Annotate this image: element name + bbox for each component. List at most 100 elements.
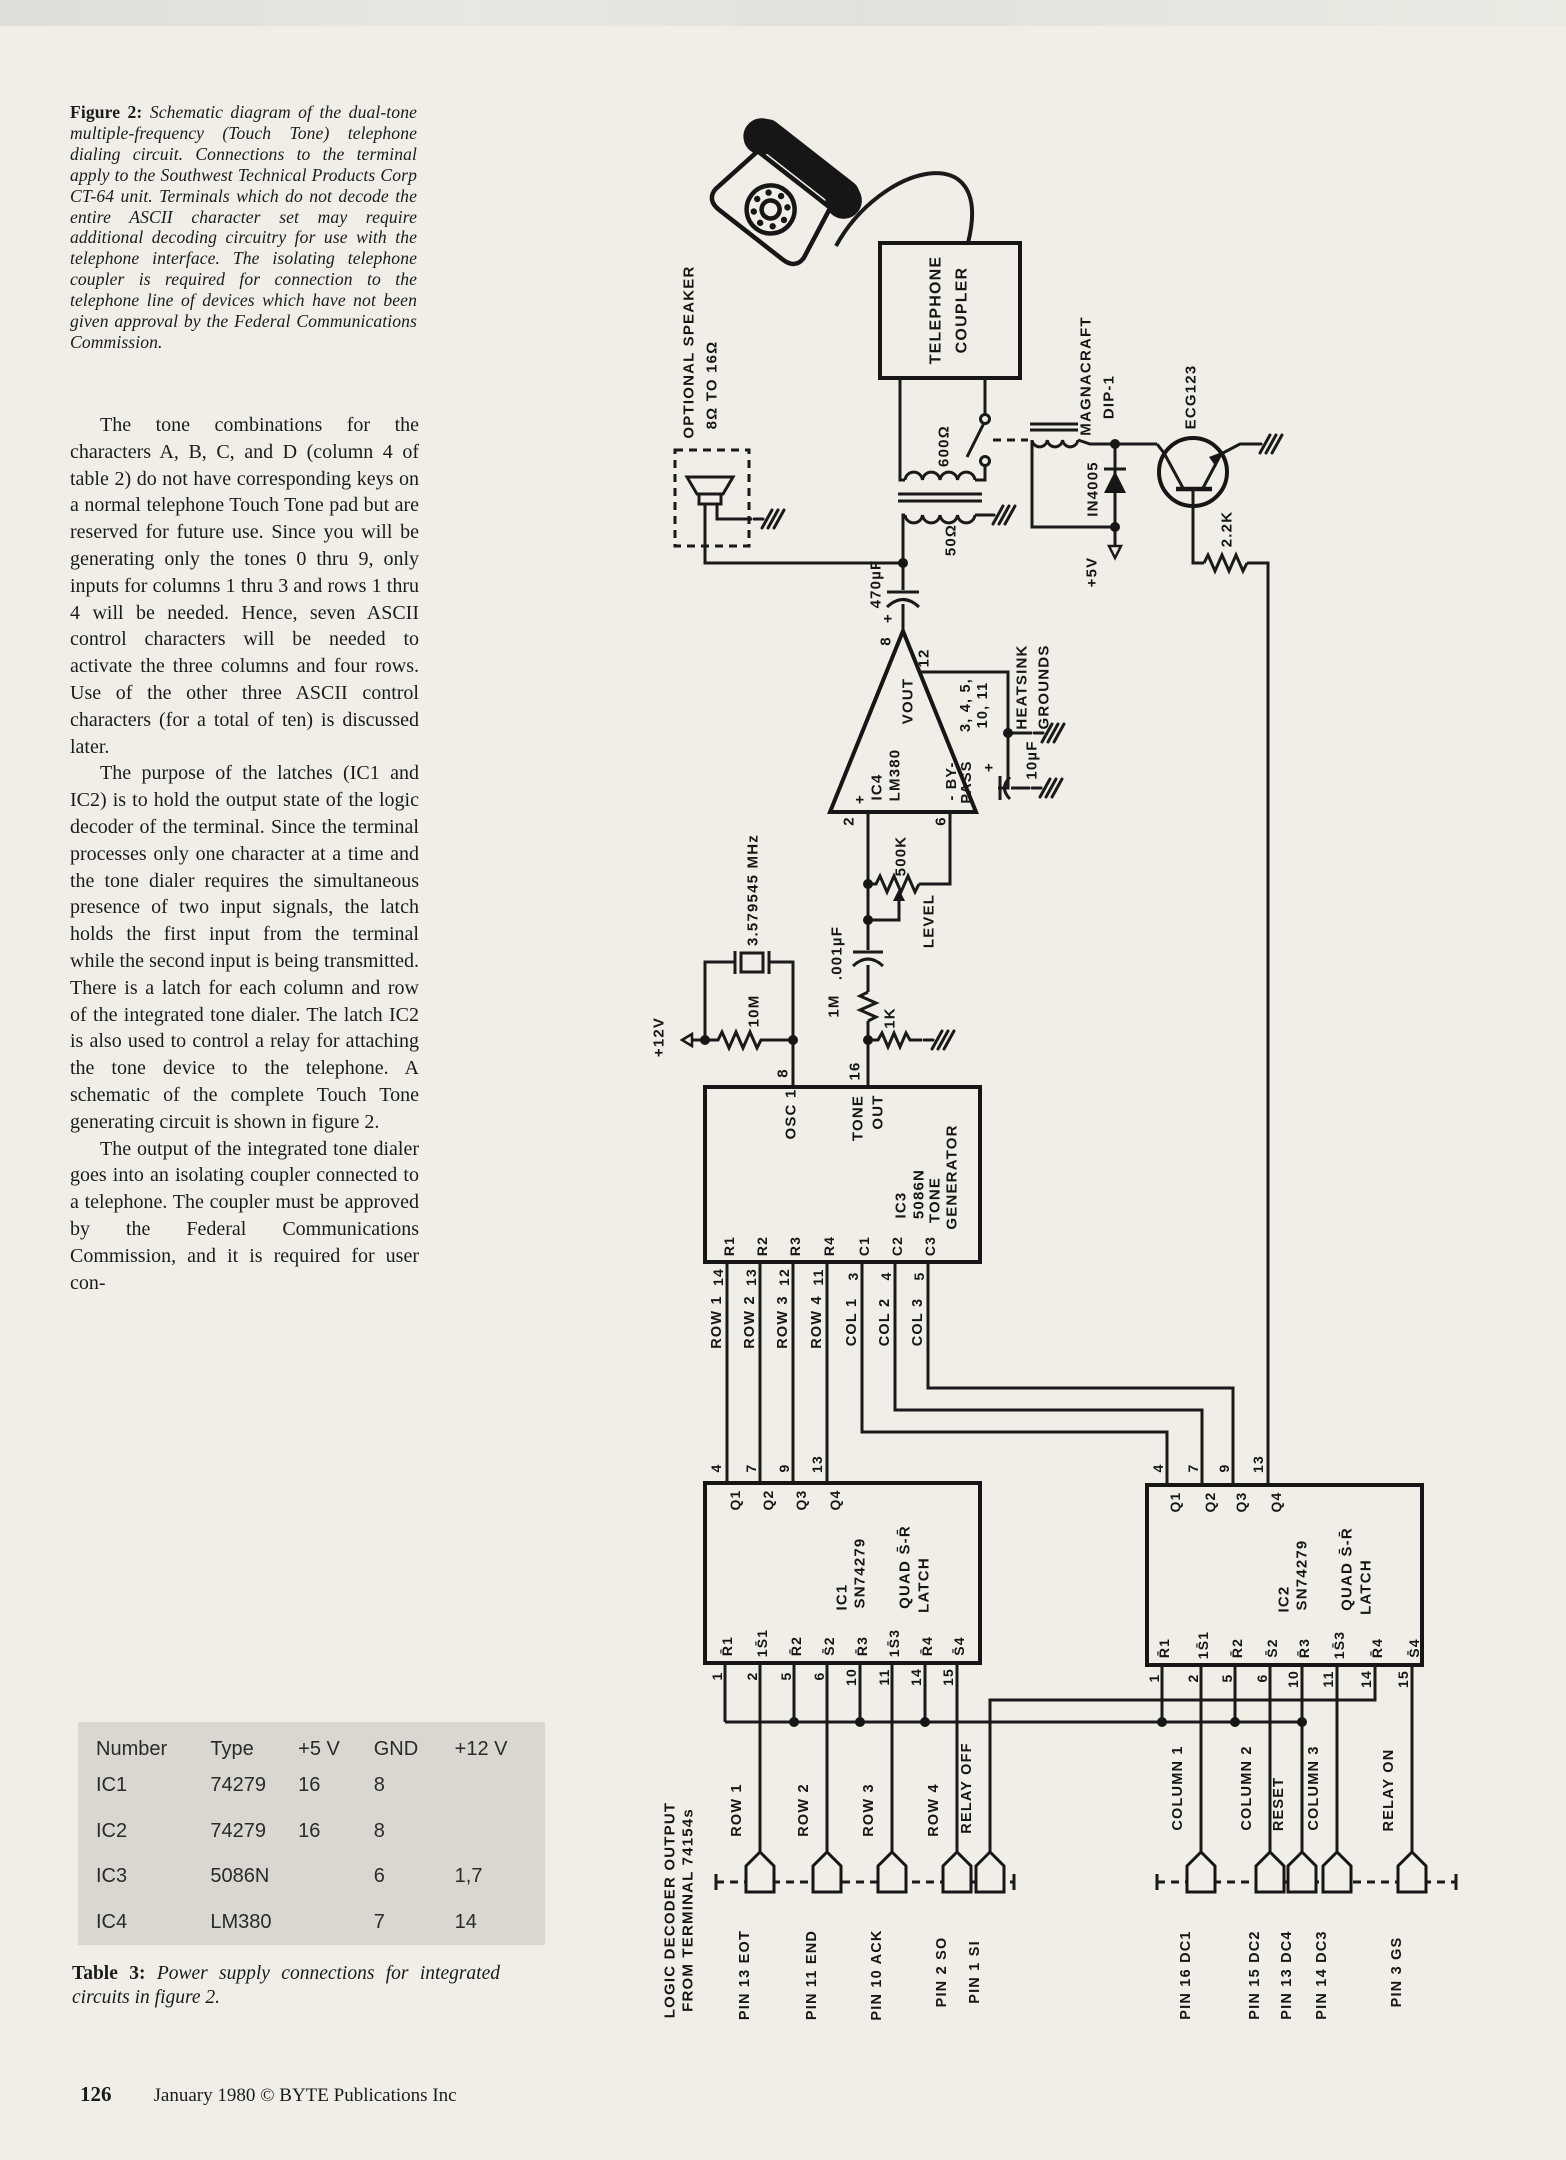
label-500k: 500K [893,836,910,877]
table-cell: 5086N [210,1865,270,1888]
label-ic1-pin9: 9 [776,1464,792,1473]
label-ic3-r4: R4 [821,1236,837,1256]
table-header-2: +5 V [298,1738,340,1760]
label-ic3: IC3 [893,1192,910,1219]
table-caption: Table 3: Power supply connections for in… [72,1962,500,2010]
label-reset: RESET [1271,1777,1287,1831]
table-cell: 16 [298,1774,321,1797]
figure-caption-text: Schematic diagram of the dual-tone multi… [70,102,417,352]
label-column3: COLUMN 3 [1306,1745,1322,1830]
label-speaker-impedance: 8Ω TO 16Ω [704,341,721,430]
label-generator: GENERATOR [944,1124,961,1229]
label-row4: ROW 4 [926,1783,942,1837]
table-cell: 6 [373,1865,385,1888]
label-ic3-r2: R2 [754,1236,770,1256]
label-pin16-tone: 16 [847,1061,864,1080]
label-ic2-pin4: 4 [1150,1464,1166,1473]
telephone-coupler-box [878,241,1022,380]
label-5086n: 5086N [911,1169,928,1219]
label-heatsink-1: HEATSINK [1014,644,1031,729]
table-cell: 14 [454,1910,477,1933]
label-logic-decoder-2: FROM TERMINAL 74154s [680,1808,697,2012]
table-cell: 8 [373,1774,385,1797]
label-relay-off: RELAY OFF [959,1742,975,1833]
junction-dots [700,439,1307,1727]
label-10uf: 10µF [1024,740,1041,779]
scan-artifact-band [0,0,1566,26]
label-pin13-eot: PIN 13 EOT [737,1930,753,2020]
label-ic1-q2: Q2 [760,1489,776,1510]
label-ic1-pin15: 15 [940,1668,956,1686]
label-col1-wire: COL 1 [844,1298,860,1346]
label-001uf: .001µF [829,926,846,980]
label-ic2-s2: S̄2 [1263,1638,1280,1658]
label-ic3-c2: C2 [889,1236,905,1256]
label-row4-wire: ROW 4 [809,1295,825,1349]
label-row2: ROW 2 [796,1783,812,1837]
label-600-ohm: 600Ω [936,425,953,467]
table-cell: 7 [373,1910,385,1933]
label-ic1-pin6: 6 [811,1672,827,1681]
article-paragraph-1: The tone combinations for the characters… [70,414,419,758]
label-heatsink-pins-1: 3, 4, 5, [958,678,974,732]
label-pin8-amp: 8 [878,636,895,646]
label-ic2-pin1: 1 [1146,1674,1162,1683]
table-cell: IC3 [96,1865,128,1888]
label-ic1-pin1: 1 [709,1672,725,1681]
table-cell: IC4 [96,1910,128,1933]
label-osc1: OSC 1 [783,1088,800,1139]
table-cell: 74279 [210,1819,266,1842]
table-cell: IC2 [96,1819,128,1842]
label-50-ohm: 50Ω [943,524,960,556]
table-cell: LM380 [210,1910,272,1933]
label-column2: COLUMN 2 [1239,1745,1255,1830]
table-cell: 8 [373,1819,385,1842]
label-heatsink-2: GROUNDS [1036,644,1053,729]
label-telephone-coupler-2: COUPLER [954,267,971,354]
table-cell: 74279 [210,1774,266,1797]
label-row2-wire: ROW 2 [742,1295,758,1349]
label-vout: VOUT [900,678,917,724]
label-ic3-c3: C3 [922,1236,938,1256]
label-ic3-pin12: 12 [776,1268,792,1286]
label-ic3-c1: C1 [856,1236,872,1256]
label-ic1-s2: S̄2 [820,1636,837,1656]
label-pin6: 6 [933,816,950,826]
label-ic2-pin5: 5 [1219,1674,1235,1683]
label-plus-12v: +12V [651,1017,668,1057]
label-pin12: 12 [916,648,933,667]
footer-credit: January 1980 © BYTE Publications Inc [153,2085,457,2106]
label-ic1-pin11: 11 [876,1668,892,1685]
label-ic4: IC4 [869,774,886,801]
table-header-0: Number [96,1738,168,1760]
table-header-4: +12 V [454,1738,508,1760]
label-row1: ROW 1 [729,1783,745,1837]
label-ic1-r3: R̄3 [853,1636,870,1656]
table-caption-label: Table 3: [72,1963,146,1984]
label-ic1-quad: QUAD S̄-R̄ [896,1525,914,1609]
label-tone-out-1: TONE [850,1095,867,1141]
article-paragraph-3: The output of the integrated tone dialer… [70,1137,419,1294]
label-ic2-r4: R̄4 [1368,1638,1385,1658]
label-ic3-r3: R3 [787,1236,803,1256]
label-ic2-q1: Q1 [1167,1491,1183,1512]
label-ic1-pin13: 13 [809,1455,825,1473]
label-ic3-pin13: 13 [743,1268,759,1286]
label-ic1-pin2: 2 [744,1672,760,1681]
label-row1-wire: ROW 1 [709,1295,725,1349]
label-ic1-q1: Q1 [727,1489,743,1510]
label-470uf-plus: + [880,613,897,623]
label-ic1-name: IC1 [834,1584,851,1611]
ic3-tone-generator-box [703,1085,982,1264]
label-ic2-name: IC2 [1276,1586,1293,1613]
label-ic2-latch: LATCH [1358,1559,1375,1615]
label-ic1-pin7: 7 [743,1464,759,1473]
figure-caption: Figure 2: Schematic diagram of the dual-… [70,102,417,353]
table-header-1: Type [210,1738,254,1760]
ic1-latch-box [703,1481,982,1665]
label-ic1-pin14: 14 [908,1668,924,1686]
